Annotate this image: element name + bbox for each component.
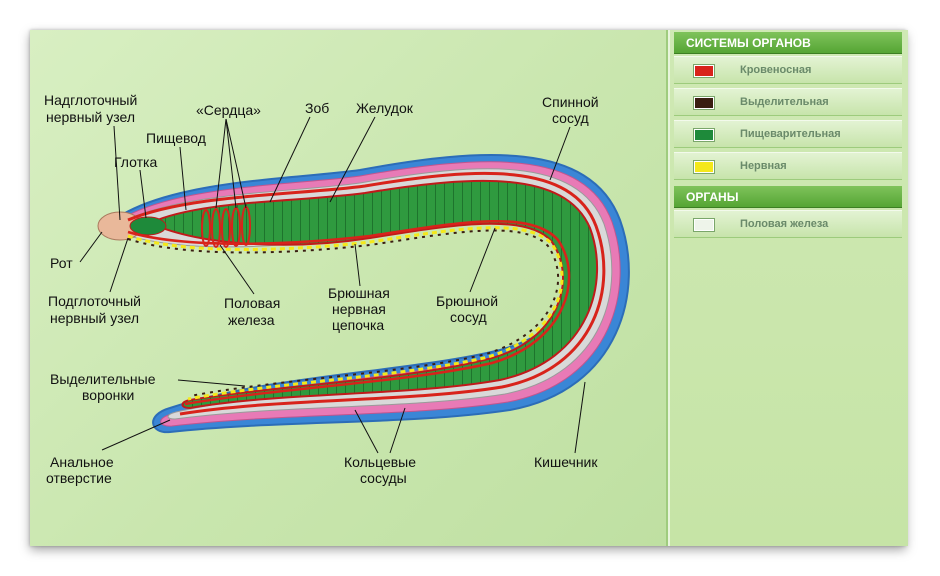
systems-header: СИСТЕМЫ ОРГАНОВ [674, 32, 902, 54]
label-vydel-1: Выделительные [50, 371, 156, 387]
legend-item-gonad[interactable]: Половая железа [674, 210, 902, 238]
label-bryush-nerv-2: нервная [332, 301, 386, 317]
ventral-vessel [127, 220, 571, 406]
dorsal-vessel [127, 171, 606, 416]
legend-panel: СИСТЕМЫ ОРГАНОВ Кровеносная Выделительна… [668, 30, 908, 546]
label-koltsevye-1: Кольцевые [344, 454, 416, 470]
label-polovaya-2: железа [228, 312, 275, 328]
legend-label: Половая железа [740, 218, 829, 230]
label-rot: Рот [50, 255, 73, 271]
label-spinnoy-2: сосуд [552, 110, 589, 126]
label-vydel-2: воронки [82, 387, 134, 403]
intestine [147, 179, 599, 410]
label-pishchevod: Пищевод [146, 130, 206, 146]
organs-header: ОРГАНЫ [674, 186, 902, 208]
legend-item-circulatory[interactable]: Кровеносная [674, 56, 902, 84]
leader-lines [79, 116, 586, 454]
earthworm-diagram: Надглоточный нервный узел «Сердца» Зоб Ж… [44, 92, 630, 486]
label-koltsevye-2: сосуды [360, 470, 407, 486]
green-swatch-icon [694, 129, 714, 141]
label-bryush-sosud-1: Брюшной [436, 293, 498, 309]
label-spinnoy-1: Спинной [542, 94, 599, 110]
legend-item-nervous[interactable]: Нервная [674, 152, 902, 180]
excretory-funnels [127, 229, 559, 397]
legend-item-digestive[interactable]: Пищеварительная [674, 120, 902, 148]
yellow-swatch-icon [694, 161, 714, 173]
label-zob: Зоб [305, 100, 329, 116]
label-podglot-1: Подглоточный [48, 293, 141, 309]
ventral-nerve-chain [127, 226, 564, 401]
label-bryush-sosud-2: сосуд [450, 309, 487, 325]
label-anal-2: отверстие [46, 470, 112, 486]
red-swatch-icon [694, 65, 714, 77]
brown-swatch-icon [694, 97, 714, 109]
legend-item-excretory[interactable]: Выделительная [674, 88, 902, 116]
legend-label: Нервная [740, 160, 787, 172]
label-kishechnik: Кишечник [534, 454, 598, 470]
label-bryush-nerv-1: Брюшная [328, 285, 390, 301]
label-glotka: Глотка [114, 154, 157, 170]
legend-label: Кровеносная [740, 64, 812, 76]
label-zheludok: Желудок [356, 100, 414, 116]
app-frame: Надглоточный нервный узел «Сердца» Зоб Ж… [30, 30, 908, 546]
label-podglot-2: нервный узел [50, 310, 139, 326]
pharynx [129, 216, 167, 236]
diagram-panel: Надглоточный нервный узел «Сердца» Зоб Ж… [30, 30, 668, 546]
label-serdtsa: «Сердца» [196, 102, 261, 118]
label-nadglot-2: нервный узел [46, 109, 135, 125]
legend-label: Пищеварительная [740, 128, 841, 140]
white-swatch-icon [694, 219, 714, 231]
label-nadglot-1: Надглоточный [44, 92, 137, 108]
label-anal-1: Анальное [50, 454, 114, 470]
label-polovaya-1: Половая [224, 295, 280, 311]
label-bryush-nerv-3: цепочка [332, 317, 384, 333]
legend-label: Выделительная [740, 96, 829, 108]
